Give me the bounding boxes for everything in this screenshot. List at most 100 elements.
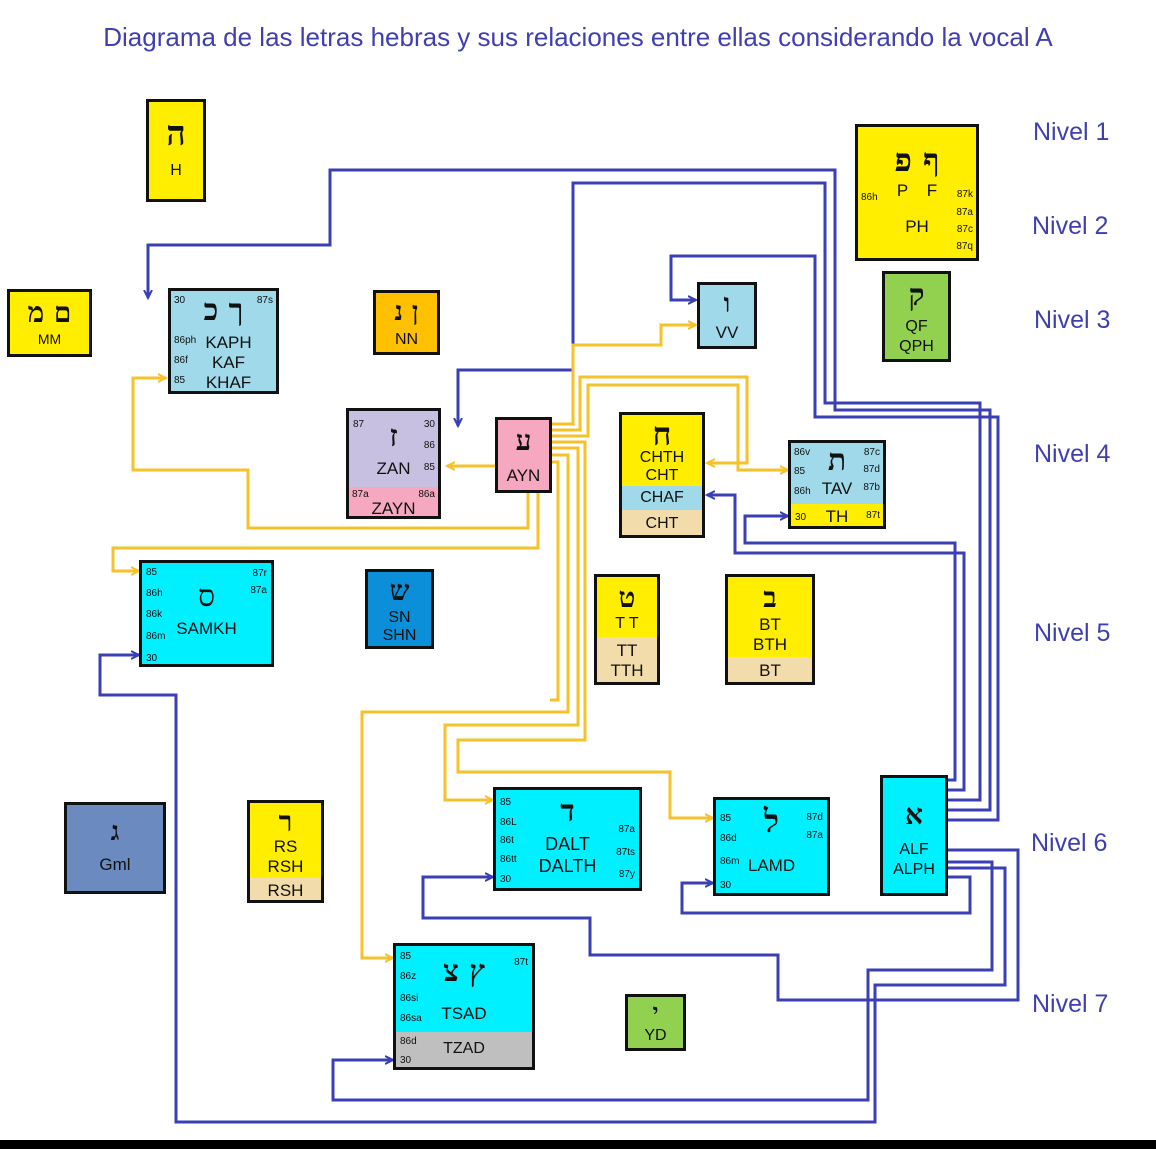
lower-band	[791, 504, 883, 526]
letter-box-sn: ש SN SHN	[365, 569, 434, 649]
level-3-label: Nivel 3	[1034, 306, 1111, 334]
blue-wire-alf-kaph	[148, 168, 992, 812]
number-tag: 87q	[956, 241, 973, 252]
lower-band	[396, 1032, 532, 1067]
number-tag: 86sa	[400, 1013, 422, 1024]
number-tag: 86v	[794, 447, 811, 458]
number-tag: 87ts	[616, 847, 635, 858]
yellow-wire-ayn-lamd	[456, 440, 713, 818]
letter-box-chth: ח CHTH CHT CHAF CHT	[619, 412, 705, 538]
letter-box-tav: ת TAV TH 86v 85 86h 87c 87d 87b 30 87t	[788, 440, 886, 529]
number-tag: 87k	[956, 189, 973, 200]
yellow-wire-ayn-kaph	[131, 378, 552, 530]
lower-band	[250, 878, 321, 900]
hebrew-glyph: ק	[908, 278, 925, 313]
letter-label-3: KHAF	[205, 373, 252, 392]
yellow-wire-ayn-tsad	[360, 453, 570, 958]
letter-box-kaph: ך כ KAPH KAF KHAF 30 87s 86ph 86f 85	[168, 288, 279, 394]
number-tag: 85	[423, 462, 435, 473]
letter-label-2: CHT	[645, 467, 679, 484]
letter-box-dalt: ד DALT DALTH 85 86L 86t 86tt 30 87a 87ts…	[493, 787, 642, 891]
hebrew-glyph: י	[652, 999, 659, 1025]
letter-label: LAMD	[747, 856, 796, 875]
hebrew-glyph: ע	[515, 424, 532, 457]
letter-label: SN	[388, 609, 411, 626]
number-tag: 86d	[720, 833, 737, 844]
number-tag: 85	[720, 813, 732, 824]
lower-band	[728, 657, 812, 682]
letter-label: CHTH	[639, 449, 685, 466]
number-tag: 87y	[618, 869, 635, 880]
letter-label: T T	[615, 615, 639, 632]
hebrew-glyph: ר	[278, 805, 293, 838]
blue-wire-alf-vv	[669, 254, 1000, 822]
number-tag: 86h	[861, 192, 878, 203]
level-2-label: Nivel 2	[1032, 212, 1109, 240]
blue-wire-alf-dalt	[421, 848, 1020, 1002]
letter-label-2: TZAD	[443, 1040, 485, 1057]
yellow-wire-ayn-vv	[552, 325, 696, 426]
number-tag: 86h	[794, 486, 811, 497]
letter-label: YD	[644, 1027, 667, 1044]
letter-box-mm: ם מ MM	[7, 289, 92, 357]
number-tag: 85	[400, 951, 412, 962]
hebrew-glyph: ץ צ	[443, 954, 485, 989]
letter-label-2: TH	[825, 507, 849, 526]
letter-label-3: RSH	[267, 881, 304, 900]
hebrew-glyph: ש	[389, 574, 410, 607]
yellow-wire-ayn-chth	[552, 375, 749, 463]
lower-band	[622, 510, 702, 535]
letter-label-2: DALTH	[538, 856, 597, 876]
number-tag: 30	[400, 1055, 412, 1066]
number-tag: 87a	[618, 824, 635, 835]
number-tag: 86	[423, 440, 435, 451]
number-tag: 30	[500, 874, 512, 885]
hebrew-glyph: ה	[166, 114, 186, 154]
hebrew-glyph: ת	[827, 443, 847, 478]
letter-label-2: ZAYN	[371, 499, 416, 518]
letter-label: AYN	[506, 466, 541, 485]
letter-label: BT	[759, 615, 781, 634]
letter-label-2: SHN	[382, 627, 417, 644]
number-tag: 87	[353, 419, 365, 430]
lower-band	[597, 637, 657, 682]
letter-label: ZAN	[376, 459, 411, 478]
letter-box-pf: ף פ P F PH 86h 87k 87a 87c 87q	[855, 124, 979, 261]
letter-label-4: CHT	[645, 515, 679, 532]
letter-box-rs: ר RS RSH RSH	[247, 800, 324, 903]
letter-box-nn: ן נ NN	[373, 290, 440, 355]
hebrew-glyph: א	[905, 798, 923, 831]
letter-label: NN	[394, 331, 419, 348]
number-tag: 30	[146, 653, 158, 664]
hebrew-glyph: ס	[197, 579, 216, 614]
hebrew-glyph: ו	[723, 289, 731, 319]
hebrew-glyph: ם מ	[27, 296, 72, 329]
letter-label: ALF	[899, 841, 929, 858]
letter-label: QF	[905, 318, 928, 335]
hebrew-glyph: ך כ	[203, 293, 244, 328]
letter-label: KAPH	[205, 333, 252, 352]
number-tag: 87d	[806, 812, 823, 823]
number-tag: 87a	[806, 830, 823, 841]
number-tag: 86tt	[500, 854, 517, 865]
blue-wire-alf-zan	[458, 181, 982, 802]
letter-box-samkh: ס SAMKH 85 86h 86k 86m 30 87r 87a	[139, 560, 274, 667]
letter-box-bt: ב BT BTH BT	[725, 574, 815, 685]
letter-box-tt: ט T T TT TTH	[594, 574, 660, 685]
number-tag: 85	[500, 797, 512, 808]
blue-wire-alf-chaf	[707, 495, 966, 792]
number-tag: 87a	[352, 489, 369, 500]
letter-box-ayn: ע AYN	[495, 417, 552, 493]
letter-label: VV	[715, 323, 739, 342]
number-tag: 87t	[514, 957, 528, 968]
letter-label: TSAD	[441, 1004, 487, 1023]
letter-box-h: ה H	[146, 99, 206, 202]
letter-box-gml: ג Gml	[64, 802, 166, 894]
letter-label-3: TTH	[610, 661, 644, 680]
hebrew-glyph: ף פ	[894, 141, 940, 179]
number-tag: 86ph	[174, 335, 197, 346]
hebrew-glyph: ב	[763, 581, 777, 614]
letter-label: Gml	[99, 855, 131, 874]
number-tag: 87a	[956, 207, 973, 218]
